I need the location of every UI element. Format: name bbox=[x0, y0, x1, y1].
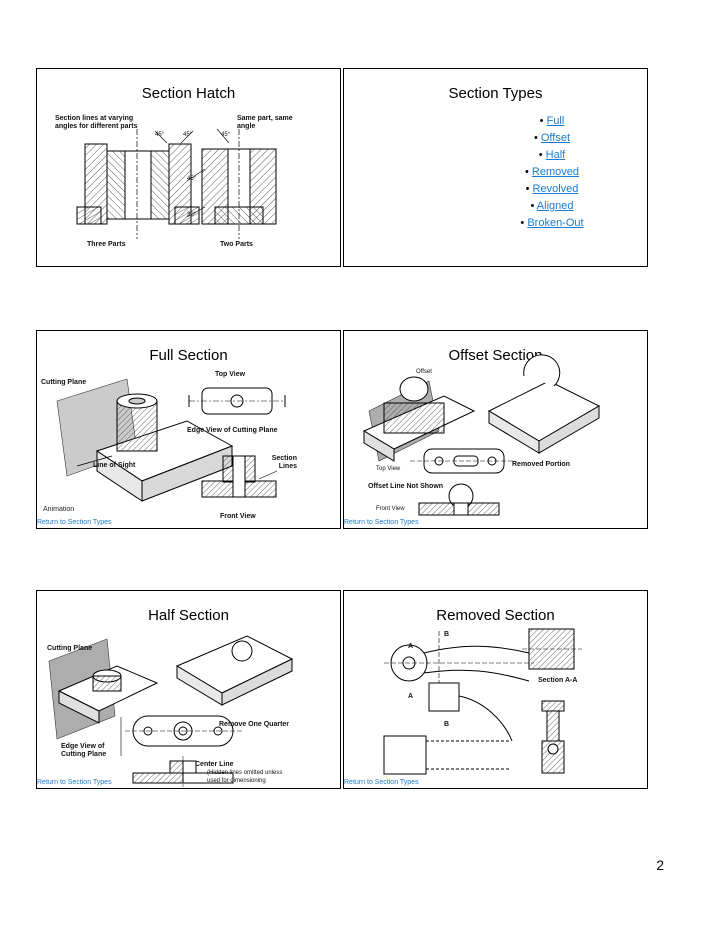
label-edge-view: Edge View of Cutting Plane bbox=[187, 427, 278, 434]
list-item: • Revolved bbox=[525, 183, 579, 195]
slide-full-section: Full Section Cutting Plane Top View Edge… bbox=[36, 330, 341, 529]
list-item: • Offset bbox=[533, 132, 571, 144]
angle-label: 45° bbox=[221, 132, 231, 138]
label-two-parts: Two Parts bbox=[220, 241, 253, 248]
link-full[interactable]: Full bbox=[546, 115, 565, 127]
label-offset-line: Offset Line Not Shown bbox=[368, 483, 444, 490]
slide-title: Offset Section bbox=[448, 347, 543, 364]
label-varying-angles: Section lines at varying angles for diff… bbox=[55, 115, 138, 130]
slide-title: Section Hatch bbox=[141, 85, 236, 102]
list-item: • Half bbox=[538, 149, 566, 161]
return-to-section-types-link[interactable]: Return to Section Types bbox=[37, 779, 112, 786]
label-a-bottom: A bbox=[408, 693, 414, 700]
return-to-section-types-link[interactable]: Return to Section Types bbox=[344, 779, 419, 786]
link-removed[interactable]: Removed bbox=[531, 166, 579, 178]
slide-title: Full Section bbox=[149, 347, 228, 364]
link-aligned[interactable]: Aligned bbox=[536, 200, 574, 212]
animation-label: Animation bbox=[43, 506, 75, 513]
return-to-section-types-link[interactable]: Return to Section Types bbox=[344, 519, 419, 526]
slide-removed-section: Removed Section B A A B Section A-A Ret bbox=[343, 590, 648, 789]
angle-label: 45° bbox=[187, 176, 197, 182]
label-center-line: Center Line bbox=[195, 761, 234, 768]
section-hatch-figure bbox=[76, 128, 277, 239]
label-b-bottom: B bbox=[444, 721, 450, 728]
page-number: 2 bbox=[656, 857, 664, 873]
link-revolved[interactable]: Revolved bbox=[532, 183, 579, 195]
slide-title: Half Section bbox=[148, 607, 229, 624]
label-three-parts: Three Parts bbox=[87, 241, 126, 248]
label-front-view: Front View bbox=[220, 513, 256, 520]
label-a-top: A bbox=[408, 643, 414, 650]
half-section-figure bbox=[48, 635, 294, 787]
slide-half-section: Half Section Cutting Plane Remove One bbox=[36, 590, 341, 789]
return-to-section-types-link[interactable]: Return to Section Types bbox=[37, 519, 112, 526]
offset-section-figure bbox=[362, 354, 601, 516]
label-remove-one-quarter: Remove One Quarter bbox=[219, 721, 290, 728]
label-cutting-plane: Cutting Plane bbox=[41, 379, 87, 386]
removed-section-figure bbox=[383, 628, 582, 775]
slide-section-hatch: Section Hatch bbox=[36, 68, 341, 267]
label-same-angle: Same part, same angle bbox=[237, 115, 293, 130]
label-removed-portion: Removed Portion bbox=[512, 461, 570, 468]
link-offset[interactable]: Offset bbox=[540, 132, 571, 144]
list-item: • Broken-Out bbox=[520, 217, 584, 229]
list-item: • Aligned bbox=[530, 200, 574, 212]
label-line-of-sight: Line of Sight bbox=[93, 462, 136, 469]
link-broken-out[interactable]: Broken-Out bbox=[527, 217, 584, 229]
label-offset: Offset bbox=[416, 369, 432, 375]
list-item: • Removed bbox=[525, 166, 579, 178]
label-section-lines: Section Lines bbox=[271, 455, 297, 470]
slide-title: Removed Section bbox=[436, 607, 555, 624]
link-half[interactable]: Half bbox=[545, 149, 566, 161]
angle-label: 45° bbox=[155, 132, 165, 138]
label-top-view: Top View bbox=[376, 466, 401, 472]
label-b-top: B bbox=[444, 631, 450, 638]
full-section-figure bbox=[56, 378, 286, 502]
slide-section-types: Section Types • Full • Offset • Half • R… bbox=[343, 68, 648, 267]
label-front-view: Front View bbox=[376, 506, 405, 512]
list-item: • Full bbox=[539, 115, 565, 127]
note-hidden-lines: (Hidden lines omitted unless used for di… bbox=[207, 770, 283, 784]
slide-title: Section Types bbox=[448, 85, 543, 102]
slide-offset-section: Offset Section Offset Top View Removed P… bbox=[343, 330, 648, 529]
angle-label: 45° bbox=[183, 132, 193, 138]
label-top-view: Top View bbox=[215, 371, 246, 378]
label-edge-view: Edge View of Cutting Plane bbox=[61, 743, 107, 758]
label-cutting-plane: Cutting Plane bbox=[47, 645, 93, 652]
angle-label: 30° bbox=[187, 212, 197, 218]
label-section-a-a: Section A-A bbox=[538, 677, 578, 684]
section-types-list: • Full • Offset • Half • Removed • Revol… bbox=[487, 113, 617, 232]
